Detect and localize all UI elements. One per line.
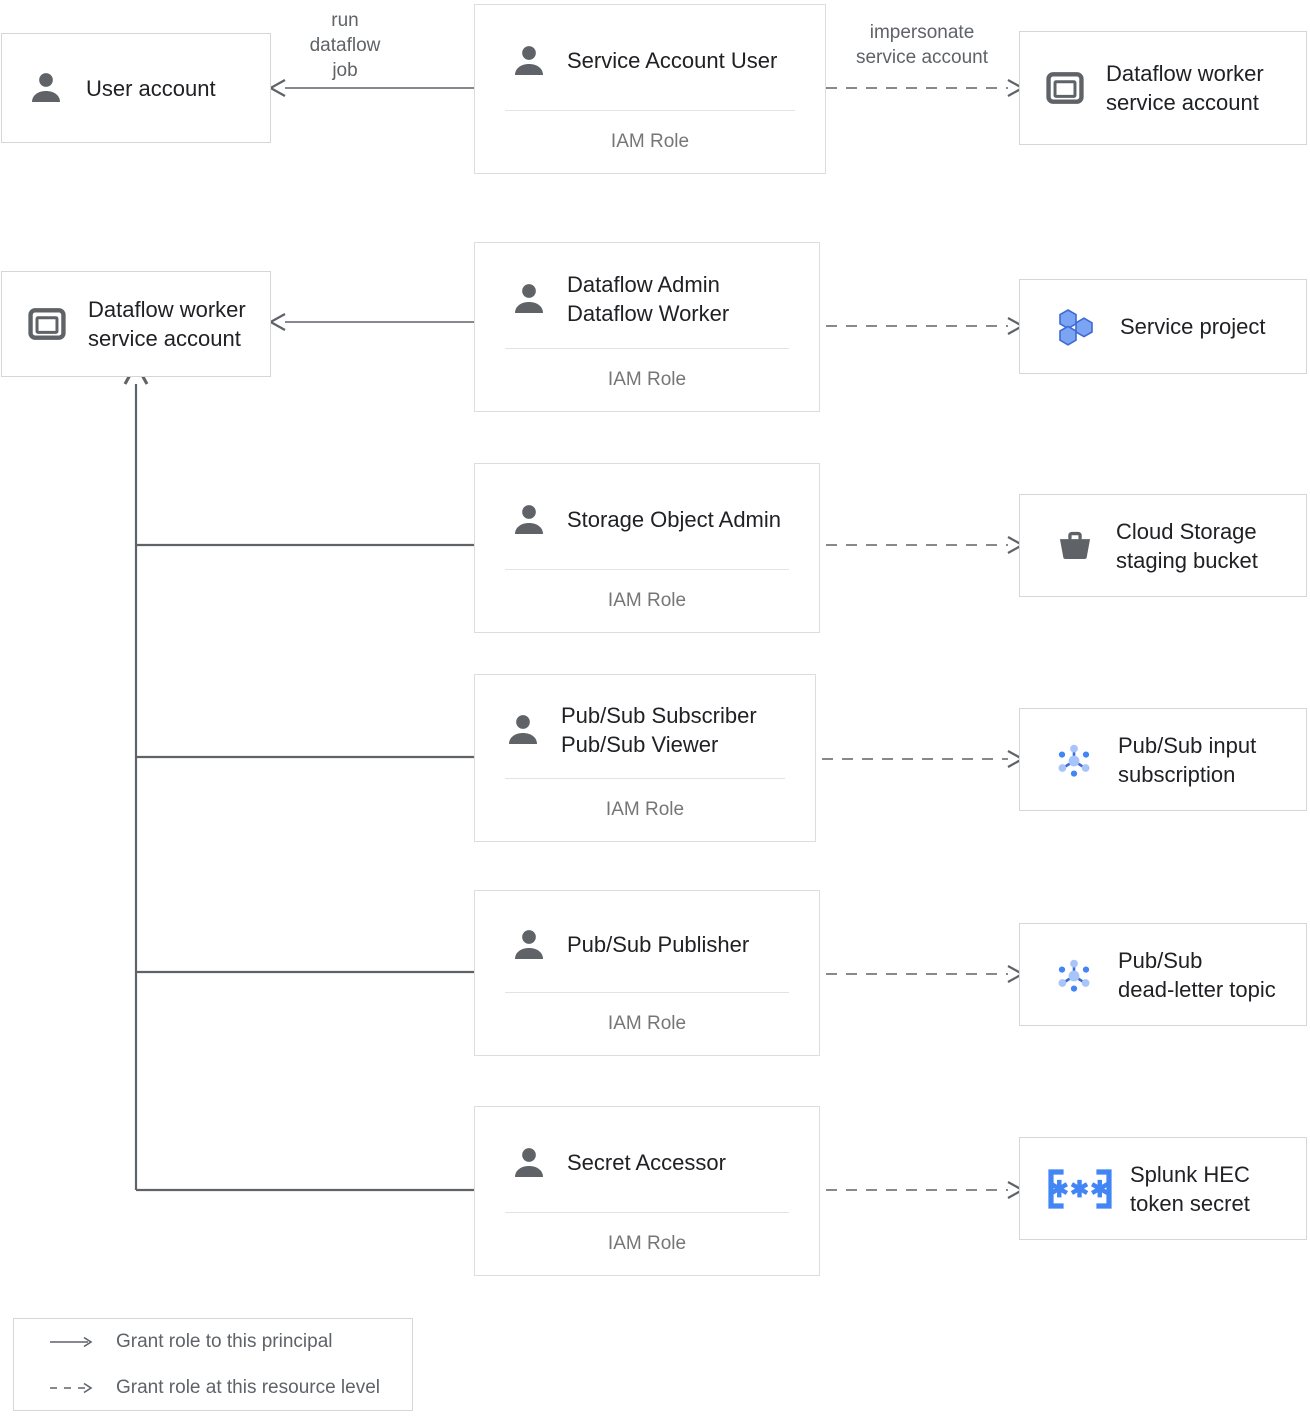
- node-service-project-label: Service project: [1120, 314, 1266, 339]
- person-icon: [32, 73, 60, 102]
- node-splunk-hec-token-secret[interactable]: ✱✱✱ Splunk HEC token secret: [1019, 1137, 1307, 1240]
- node-dataflow-worker-sa-left-row: Dataflow worker service account: [2, 272, 270, 376]
- solid-arrow-icon: [50, 1336, 93, 1348]
- node-pubsub-dead-letter-topic-label: Pub/Sub dead-letter topic: [1118, 947, 1276, 1002]
- person-icon: [515, 1147, 543, 1177]
- node-user-account-row: User account: [2, 34, 270, 142]
- role-card-divider: [505, 110, 795, 111]
- role-card-pubsub-publisher[interactable]: Pub/Sub Publisher IAM Role: [474, 890, 820, 1056]
- role-card-storage-object-admin[interactable]: Storage Object Admin IAM Role: [474, 463, 820, 633]
- node-service-project[interactable]: Service project: [1019, 279, 1307, 374]
- role-card-secret-accessor-roles: Secret Accessor: [567, 1150, 726, 1175]
- node-dataflow-worker-sa-top-row: Dataflow worker service account: [1020, 32, 1306, 144]
- cloud-storage-bucket-icon: [1059, 531, 1091, 559]
- node-pubsub-input-subscription-label: Pub/Sub input subscription: [1118, 732, 1257, 787]
- dashed-arrow-icon: [50, 1382, 93, 1394]
- role-card-pubsub-publisher-roles: Pub/Sub Publisher: [567, 932, 750, 957]
- role-card-divider: [505, 569, 789, 570]
- person-icon: [515, 929, 543, 959]
- legend-item-grant-role-to-principal: Grant role to this principal: [14, 1319, 412, 1365]
- role-card-service-account-user-footer: IAM Role: [610, 131, 690, 152]
- person-icon: [515, 283, 543, 313]
- node-splunk-hec-token-secret-row: ✱✱✱ Splunk HEC token secret: [1020, 1138, 1306, 1239]
- node-pubsub-input-subscription-row: Pub/Sub input subscription: [1020, 709, 1306, 810]
- role-card-pubsub-publisher-top: Pub/Sub Publisher: [475, 891, 819, 992]
- service-account-card-icon: [28, 308, 66, 340]
- role-card-dataflow-admin-worker[interactable]: Dataflow Admin Dataflow Worker IAM Role: [474, 242, 820, 412]
- role-card-divider: [505, 348, 789, 349]
- role-card-pubsub-subscriber-viewer-roles: Pub/Sub Subscriber Pub/Sub Viewer: [561, 702, 757, 757]
- person-icon: [515, 45, 543, 75]
- node-user-account[interactable]: User account: [1, 33, 271, 143]
- role-card-secret-accessor[interactable]: Secret Accessor IAM Role: [474, 1106, 820, 1276]
- edge-caption-impersonate-service-account: impersonate service account: [855, 22, 988, 68]
- person-icon: [515, 504, 543, 534]
- service-account-card-icon: [1046, 72, 1084, 104]
- edge-caption-run-dataflow-job: run dataflow job: [309, 10, 381, 81]
- node-dataflow-worker-sa-top-label: Dataflow worker service account: [1106, 61, 1264, 115]
- node-pubsub-dead-letter-topic[interactable]: Pub/Sub dead-letter topic: [1019, 923, 1307, 1026]
- role-card-dataflow-admin-worker-top: Dataflow Admin Dataflow Worker: [475, 243, 819, 348]
- node-cloud-storage-staging-bucket[interactable]: Cloud Storage staging bucket: [1019, 494, 1307, 597]
- legend-item-grant-role-at-resource-level: Grant role at this resource level: [14, 1365, 412, 1411]
- role-card-storage-object-admin-roles: Storage Object Admin: [567, 507, 782, 532]
- role-card-secret-accessor-footer: IAM Role: [607, 1233, 687, 1254]
- secret-manager-icon: ✱✱✱: [1048, 1168, 1112, 1209]
- project-hexagons-icon: [1059, 308, 1093, 346]
- role-card-storage-object-admin-footer: IAM Role: [607, 590, 687, 611]
- role-card-dataflow-admin-worker-roles: Dataflow Admin Dataflow Worker: [567, 271, 730, 326]
- legend: Grant role to this principal Grant role …: [13, 1318, 413, 1411]
- node-splunk-hec-token-secret-label: Splunk HEC token secret: [1130, 1161, 1250, 1216]
- node-cloud-storage-row: Cloud Storage staging bucket: [1020, 495, 1306, 596]
- pubsub-icon: [1058, 959, 1090, 992]
- node-dataflow-worker-sa-left-label: Dataflow worker service account: [88, 297, 246, 351]
- role-card-divider: [505, 1212, 789, 1213]
- role-card-divider: [505, 992, 789, 993]
- role-card-service-account-user-top: Service Account User: [475, 5, 825, 110]
- role-card-pubsub-publisher-footer: IAM Role: [607, 1013, 687, 1034]
- legend-label-grant-role-to-principal: Grant role to this principal: [116, 1331, 333, 1352]
- role-card-pubsub-subscriber-viewer-footer: IAM Role: [605, 799, 685, 820]
- pubsub-icon: [1058, 744, 1090, 777]
- node-pubsub-dead-letter-topic-row: Pub/Sub dead-letter topic: [1020, 924, 1306, 1025]
- role-card-service-account-user-roles: Service Account User: [567, 48, 778, 73]
- role-card-pubsub-subscriber-viewer-top: Pub/Sub Subscriber Pub/Sub Viewer: [475, 675, 815, 778]
- person-icon: [509, 714, 537, 744]
- node-dataflow-worker-service-account-top[interactable]: Dataflow worker service account: [1019, 31, 1307, 145]
- node-dataflow-worker-service-account-left[interactable]: Dataflow worker service account: [1, 271, 271, 377]
- legend-label-grant-role-at-resource-level: Grant role at this resource level: [116, 1377, 381, 1398]
- node-pubsub-input-subscription[interactable]: Pub/Sub input subscription: [1019, 708, 1307, 811]
- node-service-project-row: Service project: [1020, 280, 1306, 373]
- node-cloud-storage-label: Cloud Storage staging bucket: [1116, 518, 1258, 573]
- role-card-pubsub-subscriber-viewer[interactable]: Pub/Sub Subscriber Pub/Sub Viewer IAM Ro…: [474, 674, 816, 842]
- role-card-storage-object-admin-top: Storage Object Admin: [475, 464, 819, 569]
- role-card-service-account-user[interactable]: Service Account User IAM Role: [474, 4, 826, 174]
- role-card-secret-accessor-top: Secret Accessor: [475, 1107, 819, 1212]
- role-card-divider: [505, 778, 785, 779]
- svg-text:✱✱✱: ✱✱✱: [1050, 1176, 1111, 1202]
- node-user-account-label: User account: [86, 75, 216, 101]
- role-card-dataflow-admin-worker-footer: IAM Role: [607, 369, 687, 390]
